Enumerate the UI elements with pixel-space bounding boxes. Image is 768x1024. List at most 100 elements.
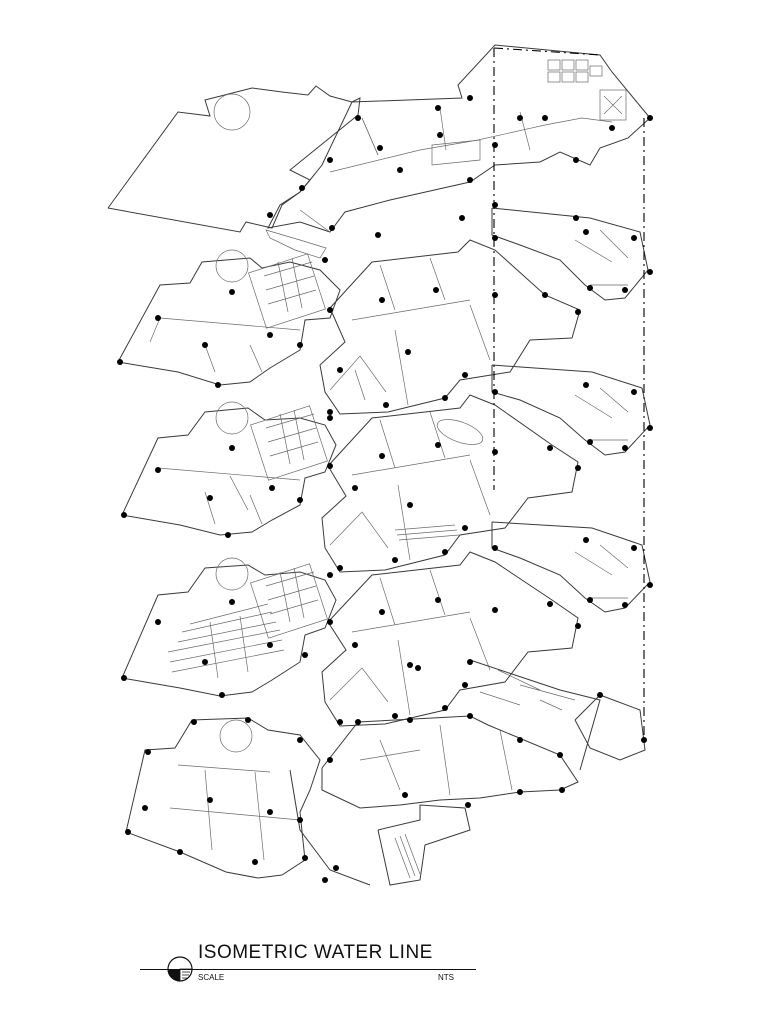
water-node <box>407 502 413 508</box>
water-node <box>327 307 333 313</box>
water-node <box>492 449 498 455</box>
water-node <box>583 537 589 543</box>
level-4-east-wing-outline <box>491 207 649 301</box>
water-node <box>225 532 231 538</box>
water-node <box>462 372 468 378</box>
water-node <box>415 665 421 671</box>
water-node <box>397 167 403 173</box>
water-node <box>142 805 148 811</box>
water-node <box>647 115 653 121</box>
water-node <box>462 525 468 531</box>
water-node <box>435 442 441 448</box>
water-node <box>269 485 275 491</box>
level-3-west-wing-outline <box>121 407 337 536</box>
water-node <box>492 545 498 551</box>
water-node <box>573 157 579 163</box>
water-node <box>377 145 383 151</box>
level-3-center-wing-outline <box>321 394 579 573</box>
water-node <box>207 797 213 803</box>
water-node <box>517 737 523 743</box>
floor-plan-level-5 <box>107 44 651 259</box>
water-node <box>375 232 381 238</box>
water-node <box>641 737 647 743</box>
scale-label: SCALE <box>198 973 225 982</box>
water-node <box>467 177 473 183</box>
water-node <box>492 292 498 298</box>
water-node <box>547 445 553 451</box>
water-node <box>631 389 637 395</box>
water-node <box>267 809 273 815</box>
water-node <box>145 749 151 755</box>
water-node <box>299 185 305 191</box>
water-node <box>542 292 548 298</box>
water-node <box>587 439 593 445</box>
scale-value: NTS <box>438 973 454 982</box>
level-1-entrance-outline <box>377 804 471 886</box>
water-node <box>155 467 161 473</box>
water-node <box>267 212 273 218</box>
water-node <box>405 349 411 355</box>
water-node <box>559 787 565 793</box>
roof-circle-feature <box>213 93 251 131</box>
water-node <box>583 382 589 388</box>
water-node <box>392 713 398 719</box>
level-2-east-wing-outline <box>491 521 651 613</box>
water-node <box>407 662 413 668</box>
water-node <box>327 572 333 578</box>
water-node <box>647 425 653 431</box>
drawing-title-block: ISOMETRIC WATER LINE SCALE NTS <box>140 938 476 998</box>
water-node <box>327 757 333 763</box>
level-4-west-wing-outline <box>117 257 341 386</box>
water-node <box>121 675 127 681</box>
water-node <box>383 402 389 408</box>
water-node <box>459 215 465 221</box>
water-node <box>191 719 197 725</box>
level-3-east-wing-outline <box>491 364 651 456</box>
water-node <box>337 719 343 725</box>
water-riser-branch <box>493 47 601 56</box>
title-underline <box>140 969 476 970</box>
water-node <box>329 225 335 231</box>
water-node <box>327 157 333 163</box>
level-4-circle-feature <box>215 249 249 283</box>
water-riser-lines <box>493 47 645 740</box>
water-node <box>379 297 385 303</box>
water-node <box>355 115 361 121</box>
water-node <box>352 485 358 491</box>
water-node <box>379 609 385 615</box>
water-node <box>433 287 439 293</box>
level-2-staircase <box>394 524 460 541</box>
water-node <box>297 497 303 503</box>
water-node <box>597 692 603 698</box>
floor-plan-level-3 <box>121 364 651 573</box>
level-2-toilet-block <box>250 563 328 639</box>
level-1-west-wing-outline <box>125 717 321 879</box>
water-line-nodes <box>117 95 653 883</box>
water-node <box>202 659 208 665</box>
water-node <box>322 877 328 883</box>
floor-plan-level-2 <box>121 521 651 727</box>
water-node <box>442 705 448 711</box>
water-node <box>573 215 579 221</box>
level-1-staircase <box>394 833 421 879</box>
water-node <box>631 235 637 241</box>
water-node <box>155 619 161 625</box>
water-node <box>547 601 553 607</box>
water-node <box>392 557 398 563</box>
level-2-center-wing-outline <box>321 551 579 727</box>
water-node <box>229 445 235 451</box>
water-node <box>587 285 593 291</box>
level-2-west-wing-outline <box>121 564 337 697</box>
water-node <box>517 789 523 795</box>
auditorium-seating <box>167 603 285 679</box>
level-3-circle-feature <box>215 401 249 435</box>
water-node <box>647 582 653 588</box>
ramp-curve <box>289 769 371 886</box>
level-4-toilet-block <box>248 253 326 329</box>
water-node <box>229 289 235 295</box>
water-node <box>333 865 339 871</box>
roof-left-wing-outline <box>107 85 361 233</box>
water-node <box>355 719 361 725</box>
level-5-main-outline <box>267 44 651 233</box>
